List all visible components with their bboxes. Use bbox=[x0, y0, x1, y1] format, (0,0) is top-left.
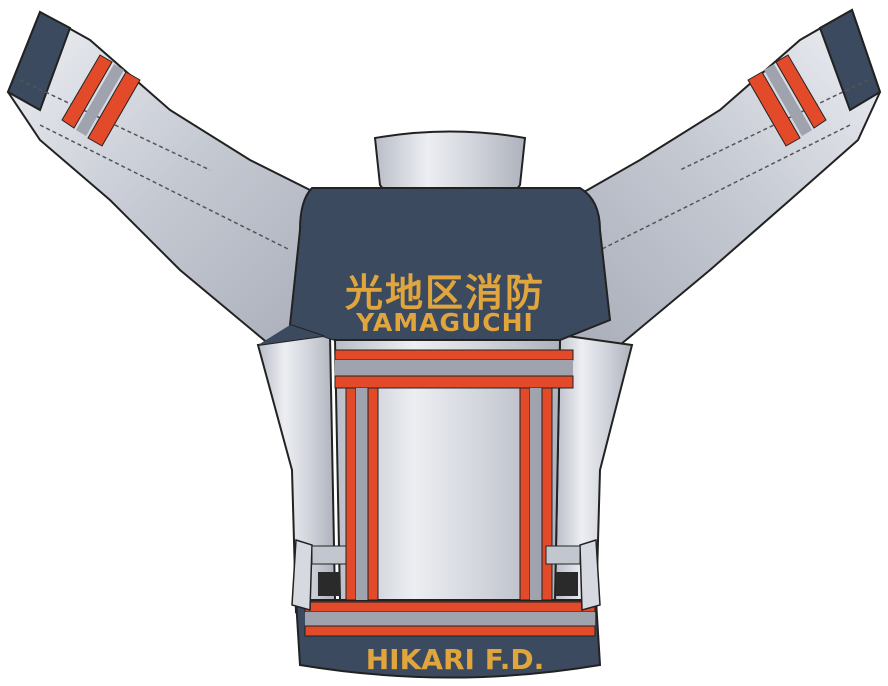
name-roman-lettering: YAMAGUCHI bbox=[356, 308, 534, 337]
lower-reflective-band bbox=[304, 601, 596, 637]
right-vertical-band bbox=[519, 387, 553, 601]
left-vertical-band bbox=[345, 387, 379, 601]
left-side-fastener bbox=[291, 538, 347, 611]
department-lettering: HIKARI F.D. bbox=[365, 643, 545, 676]
left-sleeve bbox=[6, 10, 342, 347]
name-kanji-lettering: 光地区消防 bbox=[344, 271, 545, 315]
right-sleeve bbox=[558, 8, 882, 347]
upper-reflective-band bbox=[334, 349, 574, 389]
right-side-fastener bbox=[545, 538, 601, 611]
